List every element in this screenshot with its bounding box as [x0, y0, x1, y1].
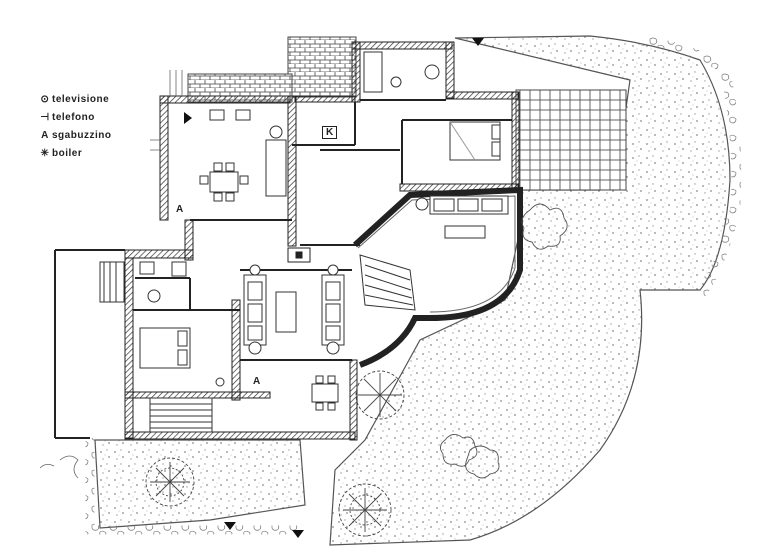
sofa-group-center [243, 264, 345, 355]
storage-marker-north: A [176, 204, 184, 215]
bed-southwest [139, 327, 225, 387]
bathroom-north [363, 51, 440, 93]
legend-label-phone: telefono [52, 111, 95, 123]
tree-southeast [338, 483, 392, 537]
sofa-rotunda [415, 195, 509, 239]
bed-northeast [449, 121, 501, 161]
phone-outlet-icon: ⊣ [40, 111, 50, 123]
stone-border [639, 35, 742, 299]
kitchen-counter [209, 109, 287, 197]
kitchen-marker: K [322, 126, 338, 139]
fireplace [287, 247, 311, 263]
bathroom-west [139, 261, 187, 303]
legend-item-storage: A sgabuzzino [38, 126, 111, 144]
staircase [99, 254, 416, 433]
roof-tiles-north [287, 36, 357, 98]
legend-label-boiler: boiler [52, 147, 83, 159]
tree-south [145, 457, 195, 507]
legend-item-phone: ⊣ telefono [38, 108, 111, 126]
dining-set-north [199, 162, 249, 202]
entry-markers [184, 38, 484, 538]
rotunda-wall [352, 186, 523, 368]
exterior-walls [124, 41, 520, 441]
pergola-grid [515, 89, 627, 191]
site-boundary [39, 70, 183, 479]
legend: ⊙ televisione ⊣ telefono A sgabuzzino ✳ … [38, 90, 111, 162]
legend-label-tv: televisione [52, 93, 110, 105]
shrubs [440, 203, 568, 479]
dining-set-south [311, 375, 339, 411]
tree-entrance [355, 370, 405, 420]
garden-south [94, 439, 306, 529]
storage-letter-icon: A [41, 129, 49, 141]
boiler-icon: ✳ [40, 147, 50, 159]
tv-outlet-icon: ⊙ [40, 93, 50, 105]
legend-item-boiler: ✳ boiler [38, 144, 111, 162]
legend-label-storage: sgabuzzino [52, 129, 112, 141]
legend-item-tv: ⊙ televisione [38, 90, 111, 108]
storage-marker-south: A [253, 376, 261, 387]
rotunda-inner [357, 195, 516, 313]
